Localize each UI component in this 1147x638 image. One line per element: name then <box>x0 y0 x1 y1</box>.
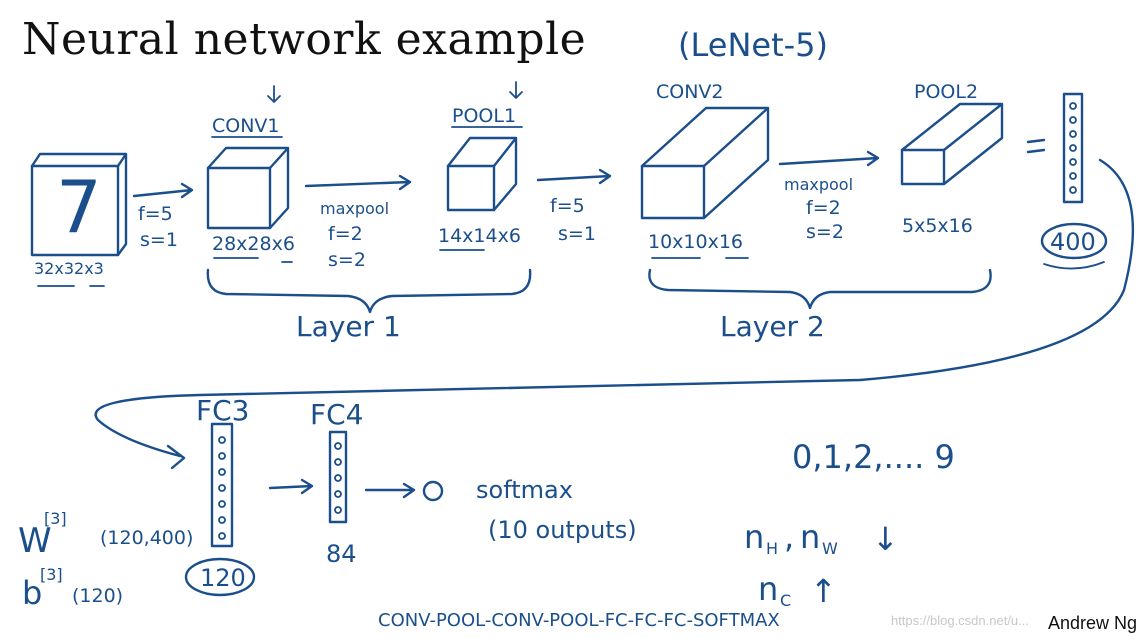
pool1-s-label: s=2 <box>328 249 366 271</box>
author-credit: Andrew Ng <box>1047 613 1137 633</box>
fc4-label: FC4 <box>310 398 363 431</box>
connector-curve <box>94 158 1135 470</box>
input-digit: 7 <box>56 165 102 249</box>
fc4-size-label: 84 <box>326 540 357 568</box>
page-title: Neural network example <box>22 14 587 65</box>
layer2-brace <box>648 268 992 310</box>
arrow-pool1-conv2 <box>536 168 612 185</box>
conv1-underline <box>213 257 293 263</box>
watermark: https://blog.csdn.net/u... <box>890 613 1029 628</box>
bias-superscript: [3] <box>40 565 63 584</box>
conv1-label: CONV1 <box>212 115 280 137</box>
pool1-op-label: maxpool <box>320 199 389 218</box>
class-range-label: 0,1,2,.... 9 <box>792 438 955 476</box>
weight-symbol: W <box>18 521 52 561</box>
nh-subscript: H <box>766 539 778 558</box>
conv2-size-label: 10x10x16 <box>648 231 743 253</box>
pool1-f-label: f=2 <box>328 223 363 245</box>
decrease-arrow-icon: ↓ <box>872 520 899 558</box>
pool2-label: POOL2 <box>914 81 978 103</box>
input-size-label: 32x32x3 <box>34 259 104 278</box>
equals-sign <box>1026 138 1046 154</box>
flatten-size-label: 400 <box>1050 228 1096 256</box>
fc3-size-circle <box>184 557 256 597</box>
arrow-fc3-fc4 <box>268 478 314 495</box>
bias-shape: (120) <box>72 585 123 607</box>
nc-symbol: n <box>758 570 778 608</box>
conv1-f-label: f=5 <box>138 203 173 225</box>
softmax-label: softmax <box>476 476 573 504</box>
softmax-outputs-label: (10 outputs) <box>488 516 637 544</box>
conv1-down-arrow <box>267 85 281 103</box>
nw-symbol: n <box>800 518 820 556</box>
layer1-brace <box>206 268 532 314</box>
pool1-volume <box>446 136 518 212</box>
conv2-volume <box>640 106 770 220</box>
conv2-label: CONV2 <box>656 81 724 103</box>
architecture-pattern: CONV-POOL-CONV-POOL-FC-FC-FC-SOFTMAX <box>378 610 780 631</box>
pool1-down-arrow <box>509 81 523 99</box>
conv2-f-label: f=5 <box>550 195 585 217</box>
pool2-volume <box>900 102 1004 186</box>
nh-nw-comma: , <box>784 518 794 556</box>
layer1-label: Layer 1 <box>296 310 401 343</box>
conv1-volume <box>206 146 290 230</box>
nc-subscript: C <box>780 591 791 610</box>
pool2-op-label: maxpool <box>784 175 853 194</box>
flatten-size-circle <box>1040 222 1108 260</box>
flatten-underline <box>1043 261 1105 270</box>
fc3-vector <box>210 422 234 548</box>
arrow-conv2-pool2 <box>778 150 880 167</box>
arrow-fc4-softmax <box>364 482 416 499</box>
fc3-size-label: 120 <box>200 564 246 592</box>
nw-subscript: W <box>822 539 838 558</box>
flatten-vector <box>1062 92 1084 204</box>
pool2-s-label: s=2 <box>806 221 844 243</box>
subtitle: (LeNet-5) <box>678 26 828 64</box>
layer2-label: Layer 2 <box>720 310 825 343</box>
arrow-input-conv1 <box>132 182 194 199</box>
conv1-s-label: s=1 <box>140 229 178 251</box>
fc3-label: FC3 <box>196 394 249 427</box>
weight-shape: (120,400) <box>100 527 193 549</box>
fc4-vector <box>328 430 348 524</box>
weight-superscript: [3] <box>44 509 67 528</box>
increase-arrow-icon: ↑ <box>810 572 837 610</box>
pool2-size-label: 5x5x16 <box>902 215 973 237</box>
pool1-size-label: 14x14x6 <box>438 225 521 247</box>
pool2-f-label: f=2 <box>806 197 841 219</box>
input-block: 7 <box>30 152 128 257</box>
pool1-label: POOL1 <box>452 105 516 127</box>
bias-symbol: b <box>22 574 42 612</box>
arrow-conv1-pool1 <box>304 174 412 191</box>
softmax-node <box>422 480 444 502</box>
conv2-s-label: s=1 <box>558 223 596 245</box>
conv1-size-label: 28x28x6 <box>212 233 295 255</box>
nh-symbol: n <box>744 518 764 556</box>
